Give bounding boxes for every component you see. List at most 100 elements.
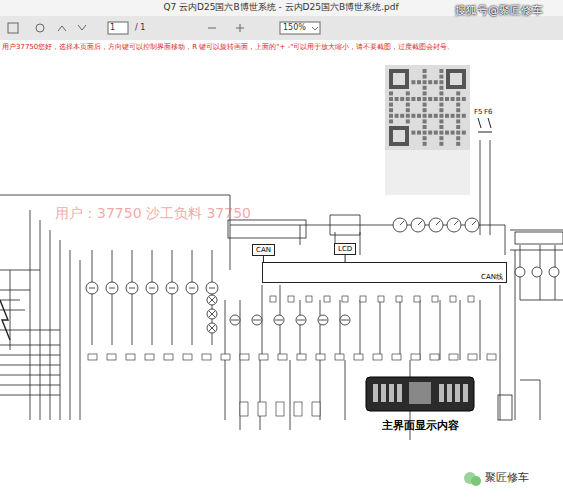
qr-dot — [462, 114, 466, 118]
qr-dot — [423, 136, 427, 140]
lamp-wire — [112, 250, 113, 345]
qr-dot — [439, 69, 443, 73]
connector-pin — [335, 354, 344, 360]
qr-dot — [423, 114, 427, 118]
lamp-mark — [189, 288, 195, 289]
qr-dot — [439, 119, 443, 123]
qr-dot — [423, 125, 427, 129]
lamp-wire — [192, 250, 193, 345]
lamp-mark — [109, 288, 115, 289]
connector-pin — [107, 354, 116, 360]
screen — [366, 377, 474, 411]
indicator-lamp — [146, 282, 158, 294]
bar-gauge — [397, 384, 402, 402]
qr-dot — [456, 131, 460, 135]
toolbar — [0, 16, 563, 40]
connector-pin — [411, 354, 420, 360]
qr-dot — [428, 80, 432, 84]
watermark: 用户：37750 沙工负料 37750 — [55, 205, 251, 221]
box-label: CAN — [256, 246, 271, 254]
lamp-wire — [132, 250, 133, 345]
gauge — [411, 218, 425, 232]
qr-dot — [439, 125, 443, 129]
indicator-lamp — [86, 282, 98, 294]
qr-code — [385, 65, 470, 195]
qr-dot — [423, 91, 427, 95]
box-label: LCD — [338, 245, 352, 253]
qr-dot — [411, 114, 415, 118]
qr-dot — [406, 119, 410, 123]
switch-symbol — [312, 402, 320, 416]
lamp-mark — [253, 320, 261, 321]
lamp-mark — [169, 288, 175, 289]
lamp-mark — [231, 320, 239, 321]
qr-dot — [417, 131, 421, 135]
qr-dot — [456, 125, 460, 129]
indicator-lamp — [230, 315, 240, 325]
connector-pin — [414, 296, 420, 302]
qr-dot — [439, 103, 443, 107]
gauge — [393, 218, 407, 232]
qr-dot — [423, 103, 427, 107]
qr-dot — [395, 97, 399, 101]
qr-dot — [389, 119, 393, 123]
indicator-lamp — [206, 282, 218, 294]
connector-pin — [126, 354, 135, 360]
lcd-box: LCD — [334, 243, 356, 255]
indicator-lamp — [252, 315, 262, 325]
switch-symbol — [240, 402, 248, 416]
gauge-needle — [400, 221, 404, 225]
qr-dot — [423, 142, 427, 146]
gauge — [465, 218, 479, 232]
indicator-lamp — [340, 315, 350, 325]
lamp-mark — [149, 288, 155, 289]
connector-pin — [396, 296, 402, 302]
qr-dot — [423, 97, 427, 101]
wechat-logo — [464, 472, 481, 486]
gauge — [447, 218, 461, 232]
qr-dot — [439, 91, 443, 95]
qr-dot — [423, 75, 427, 79]
lamp-mark — [209, 297, 215, 303]
gauge-needle — [472, 221, 476, 225]
connector-pin — [342, 296, 348, 302]
qr-dot — [406, 91, 410, 95]
lamp-wire — [152, 250, 153, 345]
qr-dot — [428, 97, 432, 101]
document-title: Q7 云内D25国六B博世系统 - 云内D25国六B博世系统.pdf — [163, 2, 398, 12]
switch-symbol — [258, 402, 266, 416]
fuses — [478, 118, 492, 132]
bar-gauge — [455, 384, 460, 402]
indicator-lamp — [126, 282, 138, 294]
qr-dot — [434, 114, 438, 118]
qr-dot — [445, 97, 449, 101]
gauge-needle — [418, 221, 422, 225]
lamp-wire — [172, 250, 173, 345]
indicator-lamp — [515, 267, 525, 277]
connector-pin — [164, 354, 173, 360]
qr-dot — [423, 108, 427, 112]
qr-dot — [434, 131, 438, 135]
qr-dot — [439, 142, 443, 146]
lamp-mark — [297, 320, 305, 321]
qr-dot — [389, 108, 393, 112]
car-icon — [409, 382, 431, 404]
watermark: 搜狐号@聚匠修车 — [455, 5, 543, 18]
fuse-label: F6 — [484, 108, 492, 116]
dashboard-picture — [365, 376, 475, 412]
qr-dot — [428, 131, 432, 135]
page-count: / 1 — [135, 23, 145, 32]
bar-gauge — [447, 384, 452, 402]
can-module-box: CAN — [252, 244, 275, 256]
connector-pin — [449, 354, 458, 360]
fuse-label: F5 — [474, 108, 482, 116]
qr-dot — [389, 103, 393, 107]
connector-pin — [270, 296, 276, 302]
qr-dot — [456, 108, 460, 112]
qr-dot — [406, 103, 410, 107]
qr-dot — [451, 131, 455, 135]
bar-gauge — [463, 384, 468, 402]
connector-pin — [450, 296, 456, 302]
qr-dot — [417, 80, 421, 84]
